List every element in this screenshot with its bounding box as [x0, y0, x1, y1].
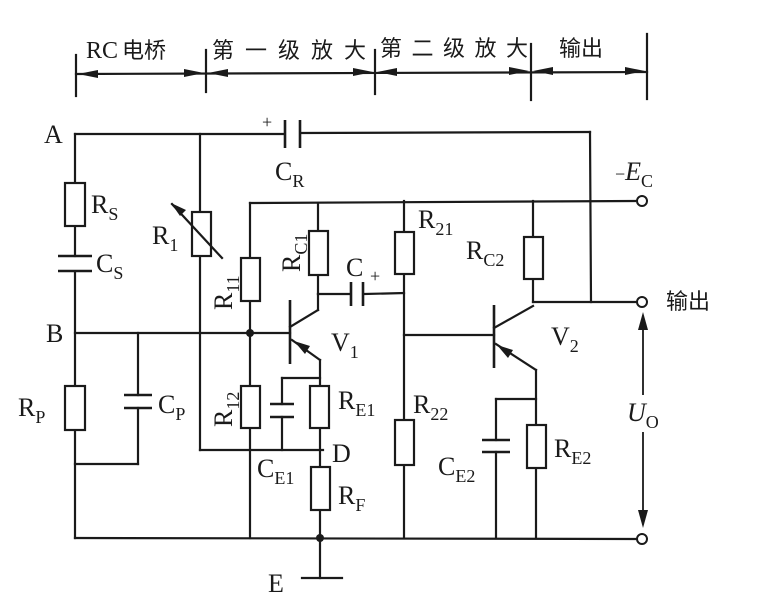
resistor-r12 — [239, 384, 262, 430]
arrow-left-icon — [78, 70, 98, 78]
label-rs: RS — [91, 190, 118, 224]
polarity-c: + — [370, 266, 380, 286]
wire — [492, 304, 535, 330]
junctions — [246, 329, 324, 542]
node-d-label: D — [332, 439, 351, 468]
terminal-output — [636, 296, 648, 308]
label-rp: RP — [18, 393, 45, 427]
resistor-r1 — [190, 210, 213, 258]
label-ce1: CE1 — [257, 454, 294, 488]
terminals — [636, 195, 648, 545]
node-e-label: E — [268, 569, 284, 598]
transistor-v1 — [288, 300, 310, 364]
label-uo: UO — [627, 398, 659, 432]
resistor-rc2 — [522, 235, 545, 281]
ground-bus — [73, 536, 642, 541]
labels: A B D E RS CS RP CP R1 + CR R11 RC1 R12 … — [18, 112, 710, 598]
arrow-left-icon — [533, 67, 553, 75]
junction-dot — [316, 534, 324, 542]
label-cr: CR — [275, 157, 304, 191]
label-r22: R22 — [413, 390, 448, 424]
label-re1: RE1 — [338, 386, 375, 420]
wire — [300, 130, 592, 135]
label-output: 输出 — [666, 290, 710, 315]
wire — [248, 199, 637, 205]
label-r12: R12 — [209, 392, 243, 427]
wires — [73, 130, 648, 580]
label-supply: −EC — [615, 157, 653, 191]
label-rf: RF — [338, 481, 365, 515]
label-r21: R21 — [418, 205, 453, 239]
resistor-re2 — [525, 423, 548, 470]
label-r1: R1 — [152, 221, 178, 255]
polarity-cr: + — [262, 112, 272, 132]
section-output: 输出 — [559, 37, 603, 62]
label-r11: R11 — [209, 275, 243, 310]
arrow-down-icon — [638, 510, 648, 528]
resistor-rf — [309, 465, 332, 512]
label-rc1: RC1 — [277, 234, 311, 272]
arrow-right-icon — [353, 68, 373, 76]
emitter-arrow-icon — [497, 345, 513, 358]
label-rc2: RC2 — [466, 236, 504, 270]
label-cp: CP — [158, 390, 185, 424]
resistor-rs — [63, 181, 87, 228]
resistor-rp — [63, 384, 87, 432]
label-v2: V2 — [551, 322, 579, 356]
wire — [363, 291, 406, 296]
arrow-left-icon — [377, 68, 397, 76]
label-ce2: CE2 — [438, 452, 475, 486]
variable-arrow-icon — [171, 203, 186, 216]
terminal-ground — [636, 533, 648, 545]
arrow-right-icon — [184, 69, 204, 77]
arrow-up-icon — [638, 312, 648, 330]
terminal-supply — [636, 195, 648, 207]
section-second-stage: 第二级放大 — [380, 37, 528, 62]
resistors — [63, 181, 548, 512]
resistor-r11 — [239, 256, 262, 303]
emitter-arrow-icon — [294, 341, 310, 354]
resistor-r22 — [393, 418, 416, 467]
junction-dot — [246, 329, 254, 337]
section-first-stage: 第一级放大 — [212, 39, 366, 64]
label-v1: V1 — [331, 328, 359, 362]
node-a-label: A — [44, 120, 63, 149]
resistor-r21 — [393, 230, 416, 276]
label-cs: CS — [96, 249, 123, 283]
node-b-label: B — [46, 319, 63, 348]
transistor-v2 — [492, 305, 513, 368]
wire — [588, 130, 593, 304]
resistor-re1 — [308, 384, 331, 430]
label-c: C — [346, 253, 363, 282]
arrow-right-icon — [625, 67, 645, 75]
arrow-right-icon — [509, 67, 529, 75]
resistor-rc1 — [307, 229, 330, 277]
arrow-left-icon — [208, 69, 228, 77]
wire — [288, 308, 320, 329]
label-re2: RE2 — [554, 434, 591, 468]
capacitors — [58, 120, 510, 454]
